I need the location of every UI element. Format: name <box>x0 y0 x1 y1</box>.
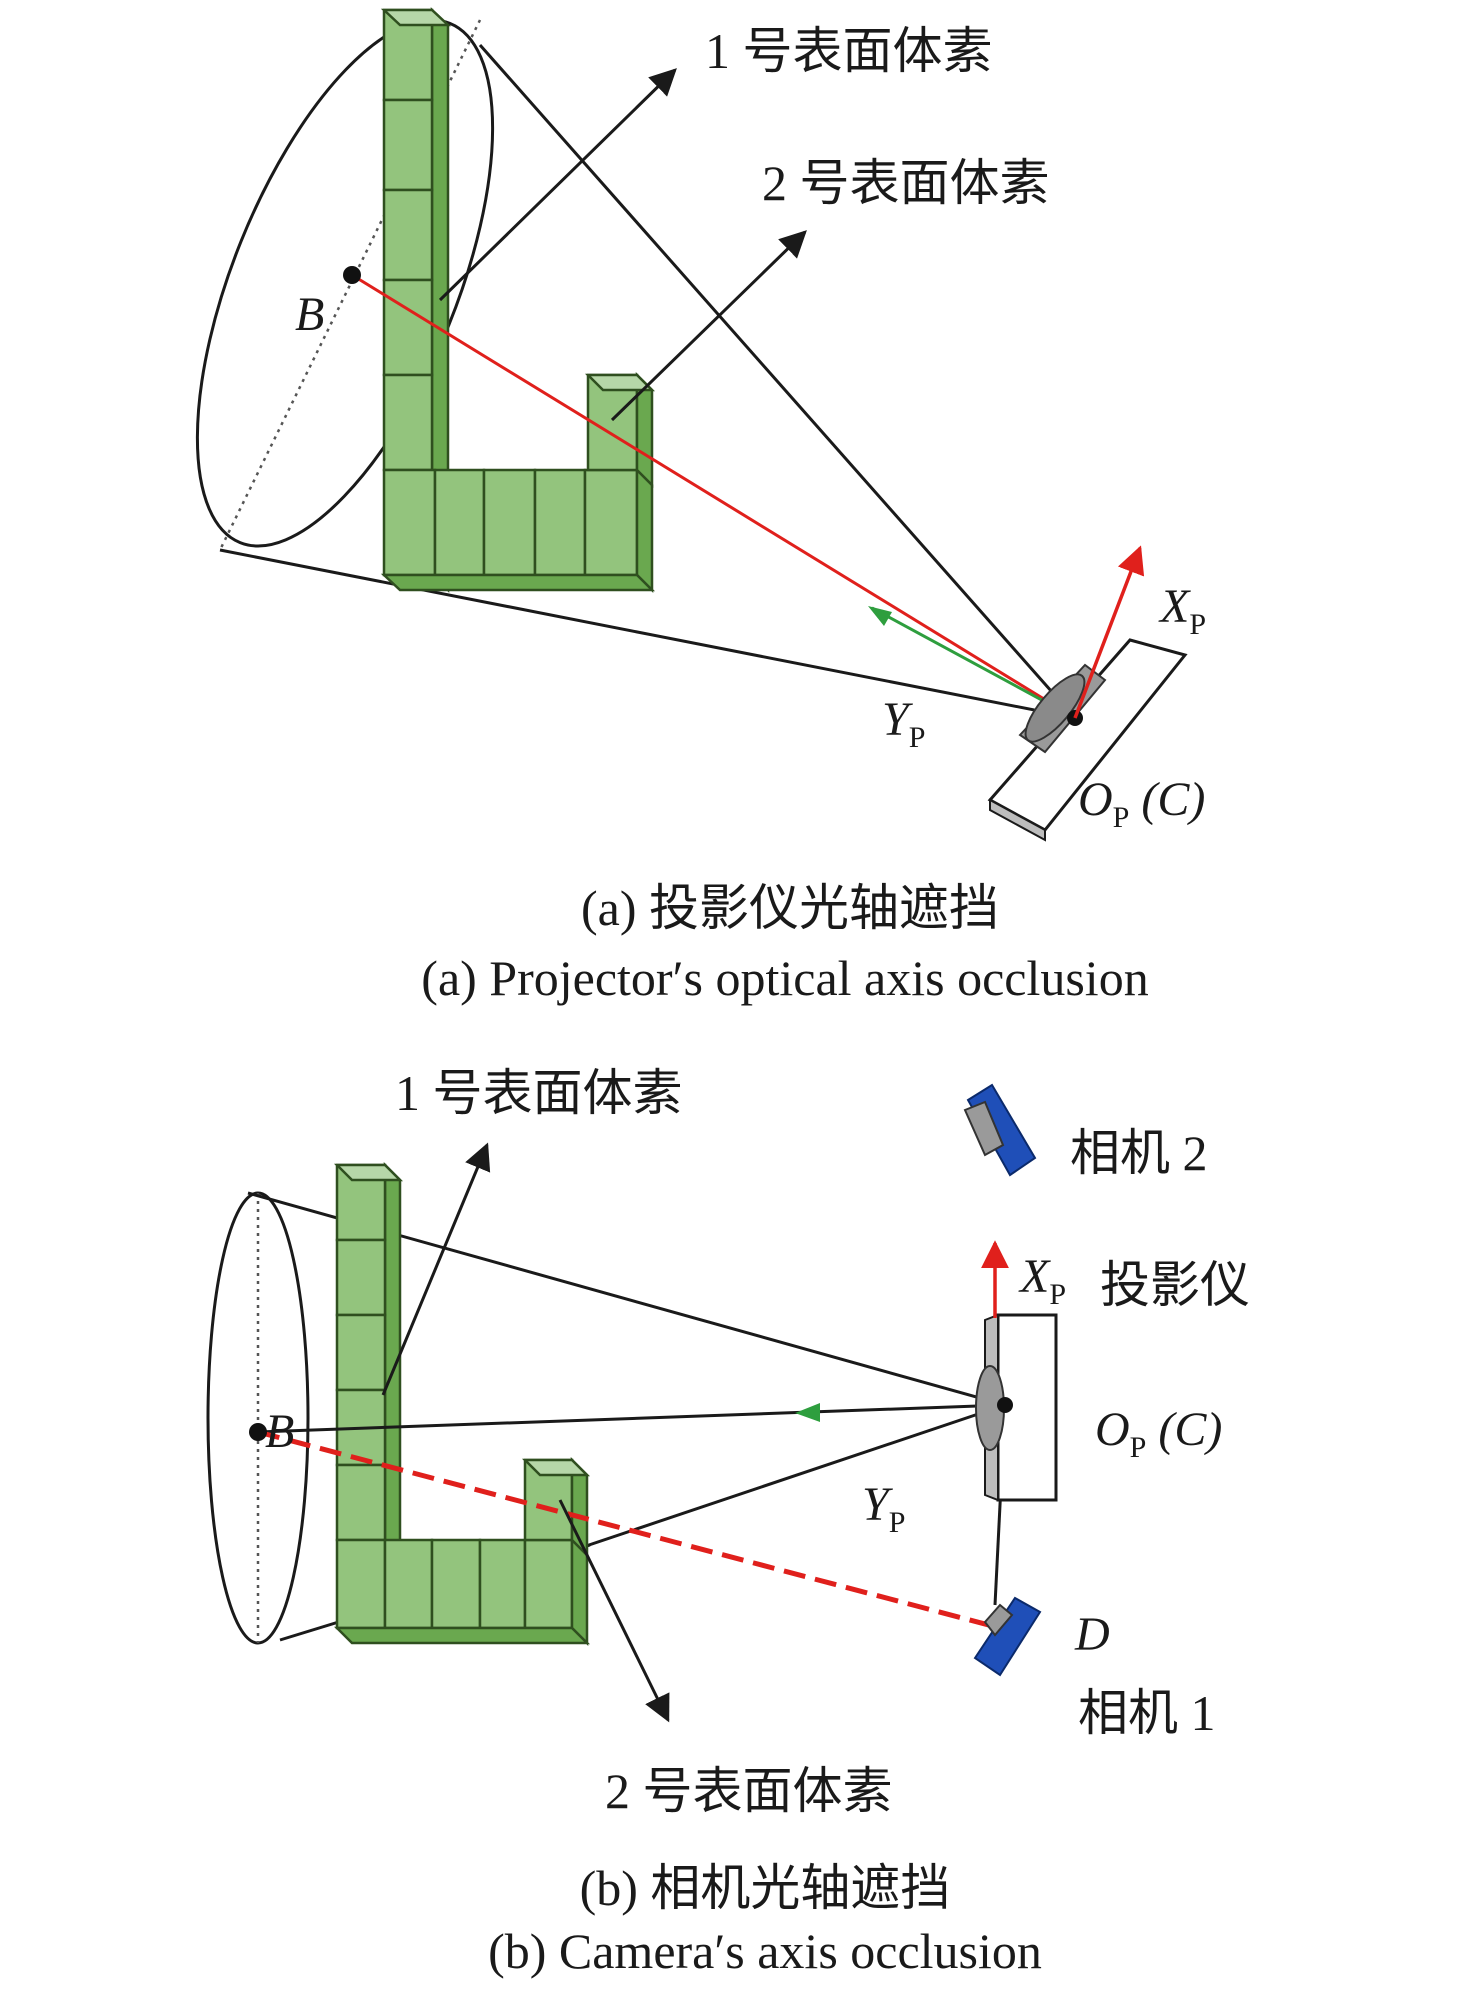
camera-2-icon <box>963 1083 1037 1177</box>
panel-a: 1 号表面体素 2 号表面体素 B XP YP OP (C) (a) 投影仪光轴… <box>195 7 1206 1006</box>
label-camera2: 相机 2 <box>1070 1125 1208 1181</box>
voxel-base-a <box>380 466 656 594</box>
projection-cone-a <box>195 18 1077 720</box>
voxel-base-b <box>333 1536 591 1647</box>
cone-edge-upper-a <box>478 44 1077 719</box>
voxel-structure-b <box>333 1161 591 1647</box>
caption-cn-a: (a) 投影仪光轴遮挡 <box>581 880 999 936</box>
label-voxel2-a: 2 号表面体素 <box>762 155 1050 211</box>
voxel <box>533 468 587 577</box>
voxel-post-b <box>521 1456 591 1559</box>
voxel <box>523 1538 574 1630</box>
voxel <box>382 468 437 577</box>
green-arrowhead-b <box>795 1403 820 1422</box>
voxel <box>335 1238 387 1317</box>
optical-axis-black-b <box>257 1403 1006 1434</box>
voxel <box>335 1313 387 1392</box>
label-voxel2-b: 2 号表面体素 <box>605 1763 893 1819</box>
voxel1-pointer-arrow-a <box>438 68 677 302</box>
voxel2-pointer-arrow-a <box>610 230 807 422</box>
voxel <box>382 373 434 472</box>
label-axis-x-b: XP <box>1018 1250 1066 1311</box>
label-voxel1-a: 1 号表面体素 <box>705 23 993 79</box>
voxel <box>430 1538 482 1630</box>
voxel <box>382 188 434 282</box>
label-origin-a: OP (C) <box>1078 773 1205 834</box>
cone-edge-lower-a <box>219 548 1076 720</box>
voxel-post-a <box>584 371 656 489</box>
label-point-b-a: B <box>295 288 324 341</box>
voxel-structure-a <box>380 7 656 594</box>
green-arrowhead-a <box>868 606 892 626</box>
voxel-column-a <box>380 7 452 593</box>
point-b-dot-a <box>343 266 361 284</box>
x-axis-arrow-a <box>1073 545 1145 719</box>
label-origin-b: OP (C) <box>1095 1403 1222 1464</box>
voxel <box>335 1463 387 1542</box>
voxel2-pointer-arrow-b <box>558 1499 670 1723</box>
panel-b: 1 号表面体素 相机 2 XP 投影仪 B OP (C) YP D 相机 1 2… <box>206 1065 1250 1979</box>
voxel <box>335 1538 387 1630</box>
label-axis-x-a: XP <box>1158 580 1206 641</box>
origin-dot-b <box>997 1397 1013 1413</box>
label-axis-y-b: YP <box>862 1478 905 1539</box>
label-projector: 投影仪 <box>1100 1257 1250 1313</box>
label-point-d: D <box>1074 1608 1110 1661</box>
voxel <box>583 468 639 577</box>
voxel <box>478 1538 527 1630</box>
voxel <box>433 468 486 577</box>
point-b-dot-b <box>249 1423 267 1441</box>
projector-device-b <box>975 1240 1058 1502</box>
label-camera1: 相机 1 <box>1078 1685 1216 1741</box>
voxel1-pointer-arrow-b <box>381 1142 491 1396</box>
voxel <box>482 468 537 577</box>
label-voxel1-b: 1 号表面体素 <box>395 1065 683 1121</box>
voxel <box>383 1538 434 1630</box>
camera-1-icon <box>973 1596 1042 1677</box>
caption-cn-b: (b) 相机光轴遮挡 <box>580 1860 951 1916</box>
cone-edge-mid-b <box>579 1403 1006 1550</box>
occluded-ray-red-a <box>351 273 1076 720</box>
label-axis-y-a: YP <box>882 693 925 754</box>
voxel <box>382 98 434 192</box>
projector-lens-cap-a <box>1024 673 1086 743</box>
caption-en-b: (b) Camera′s axis occlusion <box>488 1923 1042 1979</box>
voxel <box>382 278 434 377</box>
caption-en-a: (a) Projector′s optical axis occlusion <box>421 950 1148 1006</box>
label-point-b-b: B <box>265 1405 294 1458</box>
